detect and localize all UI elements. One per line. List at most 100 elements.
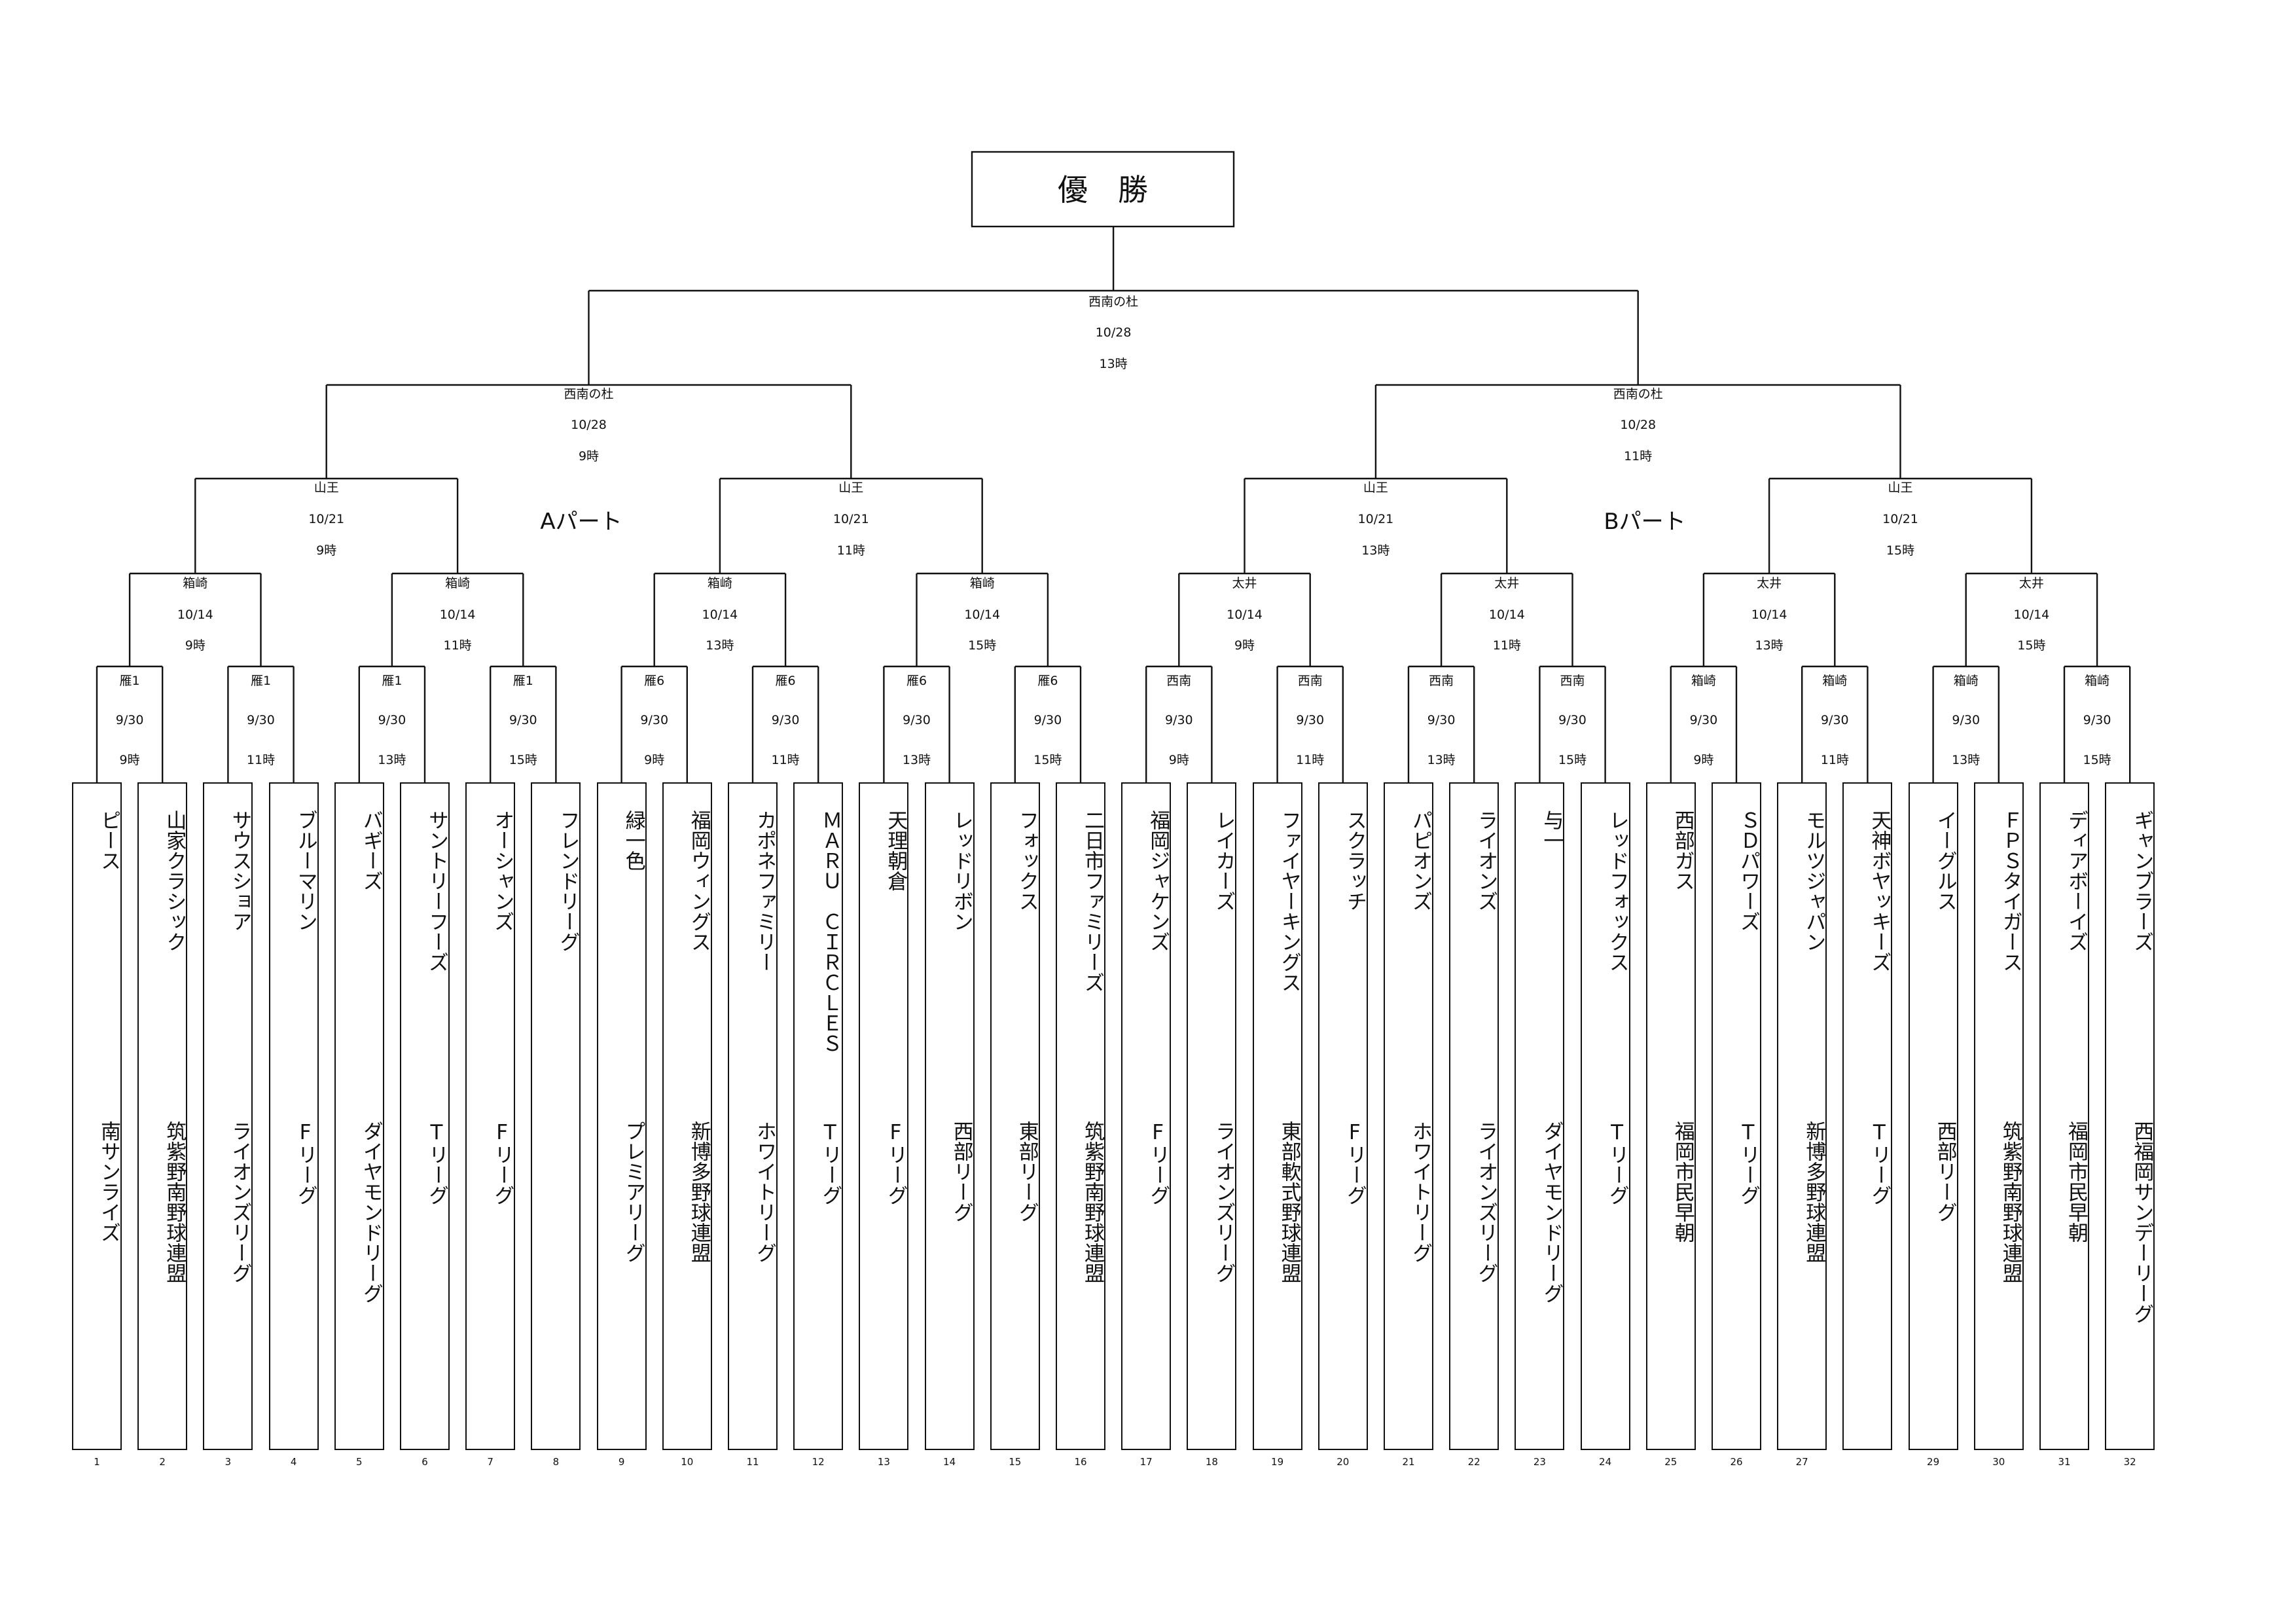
team-league: ライオンズリーグ: [228, 1121, 252, 1283]
team-league: 福岡市民早朝: [2064, 1121, 2088, 1243]
team-name: モルツジャパン: [1802, 810, 1826, 952]
bracket-lines: [96, 227, 2131, 782]
match-time: 11時: [1624, 449, 1652, 464]
match-venue: 箱崎: [1691, 674, 1716, 688]
team-number: 4: [291, 1456, 297, 1468]
match-time: 11時: [1296, 753, 1324, 767]
match-time: 9時: [579, 449, 599, 464]
match-venue: 西南: [1429, 674, 1454, 688]
match-time: 13時: [903, 753, 931, 767]
match-time: 15時: [509, 753, 537, 767]
match-time: 15時: [1558, 753, 1587, 767]
team-name: カポネファミリー: [753, 810, 776, 972]
team-box: ファイヤーキングス東部軟式野球連盟: [1252, 782, 1302, 1450]
team-name: ギャンブラーズ: [2130, 810, 2154, 952]
team-number: 15: [1009, 1456, 1021, 1468]
match-date: 10/21: [308, 512, 344, 526]
match-venue: 雁1: [513, 674, 533, 688]
team-league: ダイヤモンドリーグ: [1539, 1121, 1564, 1303]
team-name: 緑一色: [621, 810, 645, 871]
match-date: 9/30: [903, 713, 931, 727]
match-date: 10/14: [1227, 608, 1263, 622]
team-box: ギャンブラーズ西福岡サンデーリーグ: [2105, 782, 2155, 1450]
match-date: 10/14: [440, 608, 476, 622]
team-league: Fリーグ: [1342, 1121, 1367, 1205]
match-venue: 太井: [1494, 576, 1519, 591]
team-box: 西部ガス福岡市民早朝: [1645, 782, 1696, 1450]
match-time: 13時: [1361, 543, 1390, 558]
match-date: 9/30: [1296, 713, 1324, 727]
team-number: 31: [2058, 1456, 2070, 1468]
match-date: 10/21: [1882, 512, 1918, 526]
team-league: Fリーグ: [293, 1121, 317, 1205]
match-date: 10/14: [177, 608, 213, 622]
team-name: 福岡ウィングス: [687, 810, 711, 952]
match-time: 11時: [837, 543, 865, 558]
match-date: 9/30: [1165, 713, 1193, 727]
match-time: 11時: [444, 638, 472, 653]
match-venue: 雁1: [251, 674, 271, 688]
match-time: 15時: [1033, 753, 1062, 767]
match-time: 13時: [1427, 753, 1456, 767]
match-venue: 西南: [1298, 674, 1323, 688]
team-name: 山家クラシック: [162, 810, 187, 952]
team-number: 14: [943, 1456, 956, 1468]
team-number: 3: [225, 1456, 232, 1468]
team-box: オーシャンズ Fリーグ: [465, 782, 516, 1450]
team-number: 10: [681, 1456, 693, 1468]
team-number: 17: [1140, 1456, 1153, 1468]
team-number: 11: [746, 1456, 759, 1468]
team-name: 与一: [1539, 810, 1564, 850]
match-time: 11時: [1821, 753, 1849, 767]
match-venue: 雁1: [382, 674, 402, 688]
match-venue: 西南: [1560, 674, 1585, 688]
team-number: 6: [422, 1456, 428, 1468]
team-number: 19: [1271, 1456, 1283, 1468]
match-date: 10/14: [1489, 608, 1525, 622]
match-date: 10/14: [2014, 608, 2050, 622]
match-date: 10/28: [571, 418, 607, 432]
match-venue: 箱崎: [708, 576, 732, 591]
team-number: 18: [1206, 1456, 1218, 1468]
team-name: ＭＡＲＵ ＣＩＲＣＬＥＳ: [818, 810, 842, 1053]
match-time: 15時: [2083, 753, 2111, 767]
match-time: 13時: [1755, 638, 1784, 653]
match-venue: 雁6: [776, 674, 796, 688]
team-box: 山家クラシック筑紫野南野球連盟: [137, 782, 188, 1450]
match-venue: 山王: [1363, 481, 1388, 495]
match-time: 15時: [2017, 638, 2045, 653]
team-number: 25: [1664, 1456, 1677, 1468]
team-number: 23: [1534, 1456, 1546, 1468]
match-date: 10/14: [964, 608, 1000, 622]
match-time: 13時: [1100, 357, 1128, 371]
match-venue: 太井: [1757, 576, 1782, 591]
team-league: Fリーグ: [490, 1121, 514, 1205]
team-box: 与一ダイヤモンドリーグ: [1515, 782, 1565, 1450]
match-date: 9/30: [1034, 713, 1062, 727]
team-number: 22: [1468, 1456, 1480, 1468]
team-number: 13: [878, 1456, 890, 1468]
match-date: 10/14: [702, 608, 738, 622]
match-venue: 山王: [1888, 481, 1912, 495]
team-box: モルツジャパン新博多野球連盟: [1777, 782, 1827, 1450]
match-time: 9時: [185, 638, 206, 653]
part-label-b: Bパート: [1604, 509, 1685, 535]
match-date: 9/30: [2083, 713, 2111, 727]
team-league: 西福岡サンデーリーグ: [2130, 1121, 2154, 1324]
team-box: ＦＰＳタイガース筑紫野南野球連盟: [1973, 782, 2024, 1450]
match-date: 9/30: [640, 713, 668, 727]
team-league: Fリーグ: [1146, 1121, 1170, 1205]
team-name: ピース: [97, 810, 120, 871]
match-venue: 山王: [838, 481, 863, 495]
team-name: オーシャンズ: [490, 810, 514, 932]
team-name: サントリーフーズ: [425, 810, 448, 972]
team-box: カポネファミリーホワイトリーグ: [728, 782, 778, 1450]
match-venue: 箱崎: [2085, 674, 2109, 688]
match-date: 9/30: [1690, 713, 1718, 727]
team-league: 東部軟式野球連盟: [1277, 1121, 1301, 1283]
team-name: ファイヤーキングス: [1277, 810, 1301, 992]
match-date: 9/30: [1558, 713, 1587, 727]
team-box: ライオンズライオンズリーグ: [1449, 782, 1499, 1450]
team-league: 福岡市民早朝: [1670, 1121, 1695, 1243]
